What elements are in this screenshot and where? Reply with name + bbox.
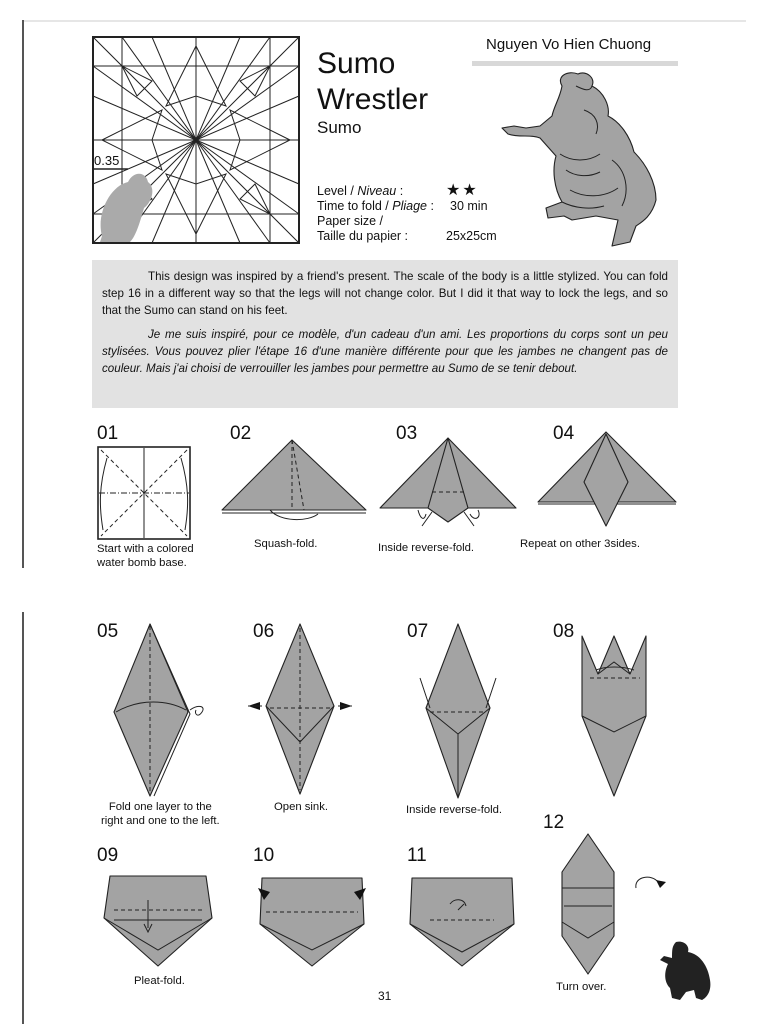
step-number-12: 12 <box>543 813 564 833</box>
crease-label: 0.35 <box>94 153 119 168</box>
step-01-diagram <box>97 446 191 540</box>
step-09-diagram <box>98 870 218 970</box>
level-stars: ★★ <box>446 180 479 200</box>
step-08-diagram <box>576 622 658 798</box>
author-name: Nguyen Vo Hien Chuong <box>486 36 651 53</box>
intro-text-panel: This design was inspired by a friend's p… <box>92 260 678 408</box>
step-caption-07: Inside reverse-fold. <box>406 803 502 817</box>
step-03-diagram <box>378 436 518 536</box>
paper-value: 25x25cm <box>446 229 497 244</box>
page-number: 31 <box>378 989 391 1003</box>
sumo-silhouette-icon <box>656 940 714 1002</box>
step-06-diagram <box>248 622 352 798</box>
step-caption-09: Pleat-fold. <box>134 974 185 988</box>
step-caption-03: Inside reverse-fold. <box>378 541 474 555</box>
step-caption-12: Turn over. <box>556 980 606 994</box>
crease-pattern-diagram <box>92 36 302 246</box>
step-07-diagram <box>408 622 508 802</box>
step-04-diagram <box>536 430 678 530</box>
step-11-diagram <box>406 874 518 970</box>
left-rule-bottom <box>22 612 24 1024</box>
level-label: Level / Niveau : <box>317 184 403 199</box>
intro-english: This design was inspired by a friend's p… <box>102 268 668 319</box>
top-rule <box>24 20 746 22</box>
step-10-diagram <box>256 874 368 970</box>
page-subtitle: Sumo <box>317 118 361 138</box>
step-number-09: 09 <box>97 846 118 866</box>
step-number-01: 01 <box>97 424 118 444</box>
page-title-line2: Wrestler <box>317 84 428 116</box>
intro-french: Je me suis inspiré, pour ce modèle, d'un… <box>102 326 668 377</box>
author-underline <box>472 61 678 66</box>
paper-label-2: Taille du papier : <box>317 229 408 244</box>
sumo-wrestler-illustration <box>500 70 670 250</box>
step-number-10: 10 <box>253 846 274 866</box>
paper-label-1: Paper size / <box>317 214 383 229</box>
time-label: Time to fold / Pliage : <box>317 199 434 214</box>
step-05-diagram <box>110 622 210 798</box>
step-caption-06: Open sink. <box>274 800 328 814</box>
step-number-11: 11 <box>407 846 427 866</box>
step-02-diagram <box>220 438 368 526</box>
page-title-line1: Sumo <box>317 48 395 80</box>
step-caption-04: Repeat on other 3sides. <box>520 537 640 551</box>
left-rule-top <box>22 20 24 568</box>
time-value: 30 min <box>450 199 488 214</box>
step-caption-02: Squash-fold. <box>254 537 317 551</box>
step-number-08: 08 <box>553 622 574 642</box>
